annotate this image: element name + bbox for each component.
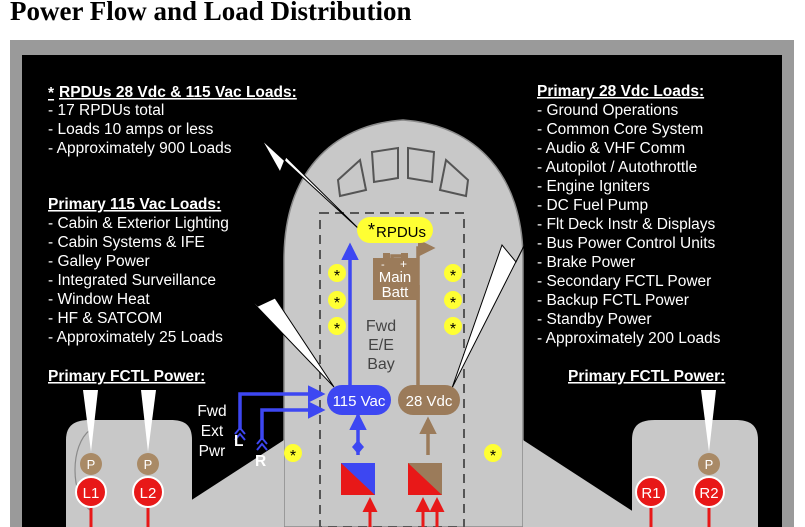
pointer-arrow-fctl-r	[701, 390, 716, 452]
vdc-panel-item: - Ground Operations	[537, 102, 679, 119]
ext-pwr-line3: Pwr	[199, 443, 226, 460]
ee-bay-label-line1: Fwd	[366, 318, 396, 335]
rpdu-node-label: RPDUs	[376, 224, 426, 241]
generator-input-arrows	[89, 497, 711, 527]
vdc-panel-item: - Flt Deck Instr & Displays	[537, 216, 716, 233]
rpdu-node-star: *	[368, 220, 375, 240]
vdc-panel-heading: Primary 28 Vdc Loads:	[537, 83, 704, 100]
marker-star: *	[450, 321, 456, 338]
vac-loads-panel: Primary 115 Vac Loads: - Cabin & Exterio…	[48, 196, 229, 346]
battery-label-line1: Main	[379, 269, 412, 286]
rpdu-panel-item: - Approximately 900 Loads	[48, 140, 232, 157]
vdc-panel-item: - Autopilot / Autothrottle	[537, 159, 697, 176]
ee-bay-label-line3: Bay	[367, 356, 395, 373]
engine-left	[66, 420, 192, 527]
vac-panel-item: - Cabin & Exterior Lighting	[48, 215, 229, 232]
pointer-arrow-rpdu	[261, 139, 361, 231]
marker-star: *	[490, 448, 496, 465]
ext-pwr-line2: Ext	[201, 423, 224, 440]
marker-star: *	[450, 295, 456, 312]
bus-115vac-label: 115 Vac	[333, 393, 386, 410]
battery-label-line2: Batt	[382, 284, 410, 301]
marker-star: *	[334, 321, 340, 338]
generator-r2	[693, 476, 725, 508]
pdu-right-label: P	[705, 457, 714, 472]
pdu-right	[698, 453, 720, 475]
marker-star: *	[450, 268, 456, 285]
rpdu-node	[357, 217, 433, 243]
vdc-panel-item: - Standby Power	[537, 311, 652, 328]
main-battery	[373, 253, 417, 300]
ext-pwr-line1: Fwd	[197, 403, 226, 420]
generator-l2-label: L2	[140, 485, 157, 502]
vdc-panel-item: - DC Fuel Pump	[537, 197, 648, 214]
generator-r2-label: R2	[699, 485, 718, 502]
page-title: Power Flow and Load Distribution	[10, 0, 412, 26]
vac-panel-item: - HF & SATCOM	[48, 310, 162, 327]
vdc-loads-panel: Primary 28 Vdc Loads: - Ground Operation…	[537, 83, 721, 347]
vdc-panel-item: - Approximately 200 Loads	[537, 330, 721, 347]
vac-panel-item: - Integrated Surveillance	[48, 272, 216, 289]
marker-star: *	[290, 448, 296, 465]
pointer-arrow-28vdc	[451, 233, 531, 389]
marker-star: *	[334, 295, 340, 312]
diagram-frame: 115 Vac 28 Vdc * RPDUs - + Main Batt Fwd…	[10, 40, 794, 527]
ext-pwr-connectors	[234, 426, 268, 451]
ext-pwr-right: R	[255, 453, 266, 470]
atru-converter	[408, 463, 442, 495]
tru-converter	[341, 463, 375, 495]
pdu-left-1	[80, 453, 102, 475]
generator-r1	[635, 476, 667, 508]
pointer-arrow-fctl-l2	[141, 390, 156, 452]
pdu-left-2	[137, 453, 159, 475]
battery-minus: -	[381, 259, 385, 271]
pointer-arrow-fctl-l1	[83, 390, 98, 452]
vdc-panel-item: - Audio & VHF Comm	[537, 140, 685, 157]
ext-pwr-left: L	[234, 433, 243, 450]
vac-panel-item: - Window Heat	[48, 291, 150, 308]
fctl-left-heading: Primary FCTL Power:	[48, 368, 205, 385]
bus-28vdc-label: 28 Vdc	[406, 393, 453, 410]
vdc-panel-item: - Common Core System	[537, 121, 703, 138]
pointer-arrow-115vac	[239, 288, 335, 388]
vdc-panel-item: - Brake Power	[537, 254, 635, 271]
fctl-right-heading: Primary FCTL Power:	[568, 368, 725, 385]
vac-panel-item: - Approximately 25 Loads	[48, 329, 223, 346]
ee-bay-label-line2: E/E	[368, 337, 394, 354]
rpdu-panel-item: - 17 RPDUs total	[48, 102, 164, 119]
marker-star: *	[334, 268, 340, 285]
vac-panel-item: - Cabin Systems & IFE	[48, 234, 205, 251]
generator-l1	[75, 476, 107, 508]
rpdu-panel-item: - Loads 10 amps or less	[48, 121, 214, 138]
pdu-left-2-label: P	[144, 457, 153, 472]
rpdu-panel-heading: RPDUs 28 Vdc & 115 Vac Loads:	[59, 84, 297, 101]
vdc-panel-item: - Backup FCTL Power	[537, 292, 689, 309]
rpdu-panel-star: *	[48, 85, 55, 102]
vac-panel-heading: Primary 115 Vac Loads:	[48, 196, 221, 213]
power-diagram: 115 Vac 28 Vdc * RPDUs - + Main Batt Fwd…	[22, 55, 782, 527]
rpdu-marker-stars: * * * * * * * *	[290, 268, 496, 465]
pdu-left-1-label: P	[87, 457, 96, 472]
bus-115vac	[327, 385, 391, 415]
ac-bus-diamond	[352, 418, 364, 454]
vdc-panel-item: - Engine Igniters	[537, 178, 650, 195]
generator-r1-label: R1	[641, 485, 660, 502]
generator-l1-label: L1	[83, 485, 100, 502]
vac-panel-item: - Galley Power	[48, 253, 150, 270]
aircraft-wing-right	[523, 440, 657, 527]
vdc-panel-item: - Secondary FCTL Power	[537, 273, 711, 290]
generator-l2	[132, 476, 164, 508]
battery-plus: +	[400, 257, 407, 271]
vdc-panel-item: - Bus Power Control Units	[537, 235, 716, 252]
cockpit-windows	[336, 146, 470, 198]
rpdu-markers	[284, 264, 502, 462]
rpdu-loads-panel: * RPDUs 28 Vdc & 115 Vac Loads: - 17 RPD…	[48, 84, 297, 157]
bus-28vdc	[398, 385, 460, 415]
